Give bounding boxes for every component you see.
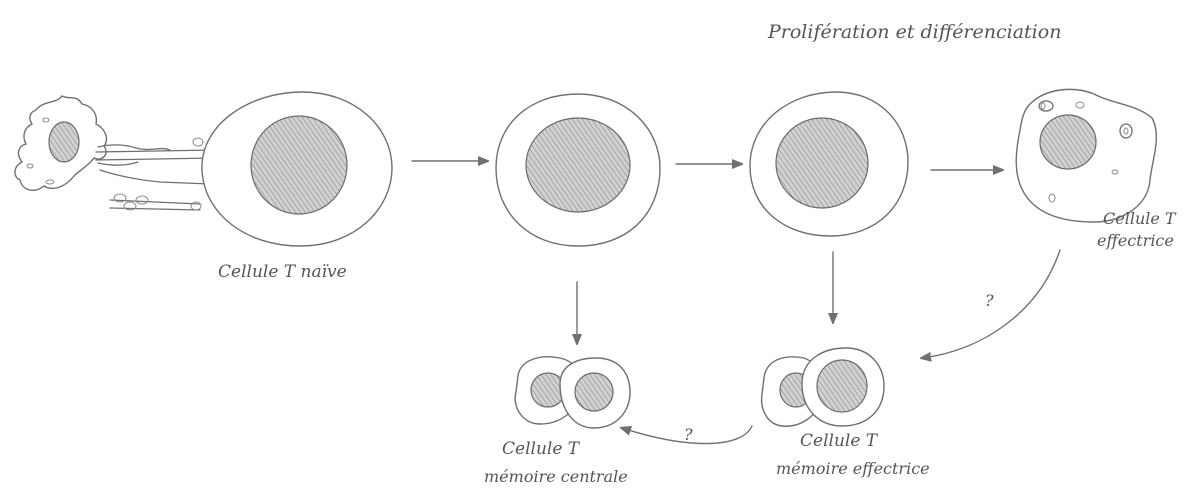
proliferating-t-cell-1: [495, 93, 661, 247]
label-naive-t-cell: Cellule T naïve: [218, 262, 347, 282]
label-effector-line2: effectrice: [1097, 231, 1174, 250]
uncertain-mark-memory-to-central: ?: [684, 425, 693, 444]
effector-memory-t-cells: [760, 347, 885, 427]
uncertain-mark-effector-to-memory: ?: [985, 291, 994, 310]
label-effector-memory-line2: mémoire effectrice: [776, 459, 930, 478]
label-effector-memory-line1: Cellule T: [800, 431, 879, 451]
effector-t-cell: [1015, 88, 1158, 223]
label-central-memory-line1: Cellule T: [502, 439, 581, 459]
arrow-effector-to-effector-memory: [922, 249, 1061, 358]
arrow-effector-memory-to-central-memory: [622, 425, 753, 445]
naive-t-cell: [201, 91, 393, 247]
diagram-title: Prolifération et différenciation: [767, 21, 1061, 43]
antigen-presenting-cell: [14, 95, 215, 211]
label-effector-line1: Cellule T: [1103, 209, 1177, 228]
central-memory-t-cells: [514, 356, 631, 429]
label-central-memory-line2: mémoire centrale: [484, 467, 628, 486]
proliferating-t-cell-2: [749, 91, 909, 237]
